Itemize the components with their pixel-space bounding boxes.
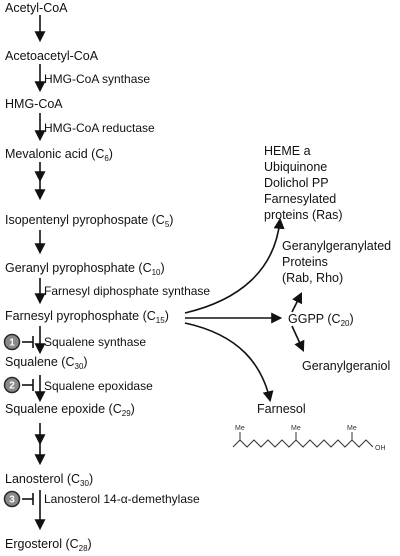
- branch-farnesol: Farnesol: [257, 402, 306, 416]
- branch-arrows: [184, 217, 305, 403]
- inhibitor-badge-3: 3: [3, 490, 21, 508]
- metabolite-acetyl-coa: Acetyl-CoA: [5, 1, 68, 15]
- svg-text:1: 1: [9, 338, 15, 349]
- branch-ggpp: GGPP (C20): [288, 312, 354, 328]
- arrow-fpp-to-heme-group: [184, 217, 285, 314]
- branch-heme-group: HEME a Ubiquinone Dolichol PP Farnesylat…: [264, 144, 343, 222]
- branch-geranylgeranylated-proteins: Geranylgeranylated Proteins (Rab, Rho): [282, 239, 395, 285]
- inhibitor-badge-2: 2: [3, 376, 21, 394]
- metabolite-squalene: Squalene (C30): [5, 355, 88, 371]
- arrow-fpp-to-farnesol: [184, 322, 274, 403]
- farnesol-chain: [232, 439, 374, 448]
- svg-text:2: 2: [9, 381, 15, 392]
- metabolite-mevalonic-acid: Mevalonic acid (C6): [5, 147, 113, 163]
- metabolite-lanosterol: Lanosterol (C30): [5, 472, 93, 488]
- enzyme-squalene-synthase: Squalene synthase: [44, 335, 146, 349]
- arrow-ggpp-to-geranylgeraniol: [291, 325, 305, 352]
- enzyme-lanosterol-demethylase: Lanosterol 14-α-demethylase: [44, 492, 200, 506]
- branch-geranylgeraniol: Geranylgeraniol: [302, 359, 390, 373]
- enzyme-squalene-epoxidase: Squalene epoxidase: [44, 379, 153, 393]
- svg-text:3: 3: [9, 495, 15, 506]
- metabolite-hmg-coa: HMG-CoA: [5, 97, 63, 111]
- metabolite-geranyl-pp: Geranyl pyrophosphate (C10): [5, 261, 165, 277]
- enzyme-hmg-coa-synthase: HMG-CoA synthase: [44, 72, 150, 86]
- metabolite-farnesyl-pp: Farnesyl pyrophosphate (C15): [5, 309, 169, 325]
- metabolite-squalene-epoxide: Squalene epoxide (C29): [5, 402, 135, 418]
- arrow-ggpp-to-geranylgeranylated: [291, 292, 302, 313]
- farnesol-structure: Me Me Me OH: [232, 425, 386, 452]
- metabolite-acetoacetyl-coa: Acetoacetyl-CoA: [5, 49, 99, 63]
- farnesol-oh-label: OH: [375, 445, 386, 452]
- inhibitor-bars: [22, 336, 34, 505]
- enzyme-hmg-coa-reductase: HMG-CoA reductase: [44, 121, 155, 135]
- metabolite-ergosterol: Ergosterol (C28): [5, 537, 92, 553]
- metabolite-isopentenyl-pp: Isopentenyl pyrophospate (C5): [5, 213, 173, 229]
- inhibitor-badge-1: 1: [3, 333, 21, 351]
- farnesol-me-label-2: Me: [291, 425, 301, 432]
- enzyme-farnesyl-diphosphate-synthase: Farnesyl diphosphate synthase: [44, 284, 210, 298]
- farnesol-me-label-1: Me: [235, 425, 245, 432]
- farnesol-me-label-3: Me: [347, 425, 357, 432]
